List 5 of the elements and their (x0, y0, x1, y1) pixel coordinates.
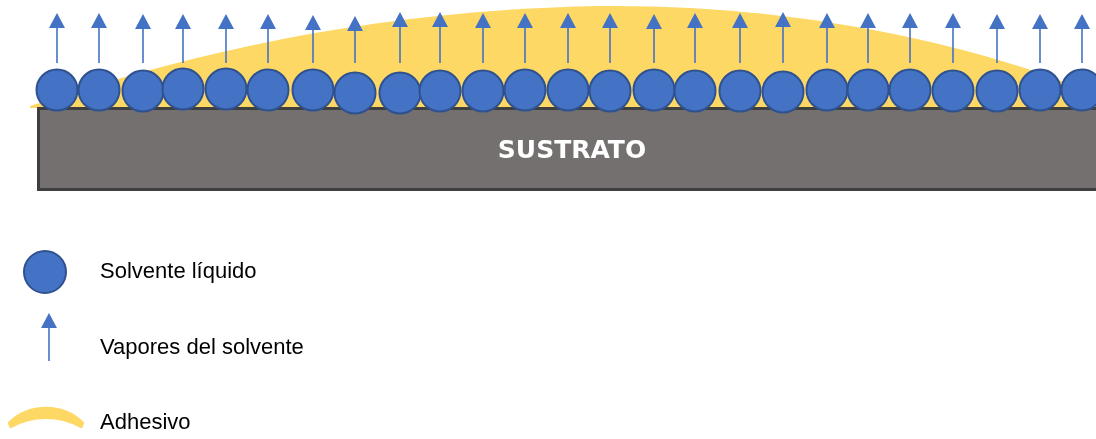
legend-text: Solvente líquido (100, 258, 257, 284)
substrate-label: SUSTRATO (497, 134, 647, 164)
legend-text: Adhesivo (100, 409, 191, 435)
legend-text: Vapores del solvente (100, 334, 304, 360)
substrate-block (37, 107, 1096, 191)
